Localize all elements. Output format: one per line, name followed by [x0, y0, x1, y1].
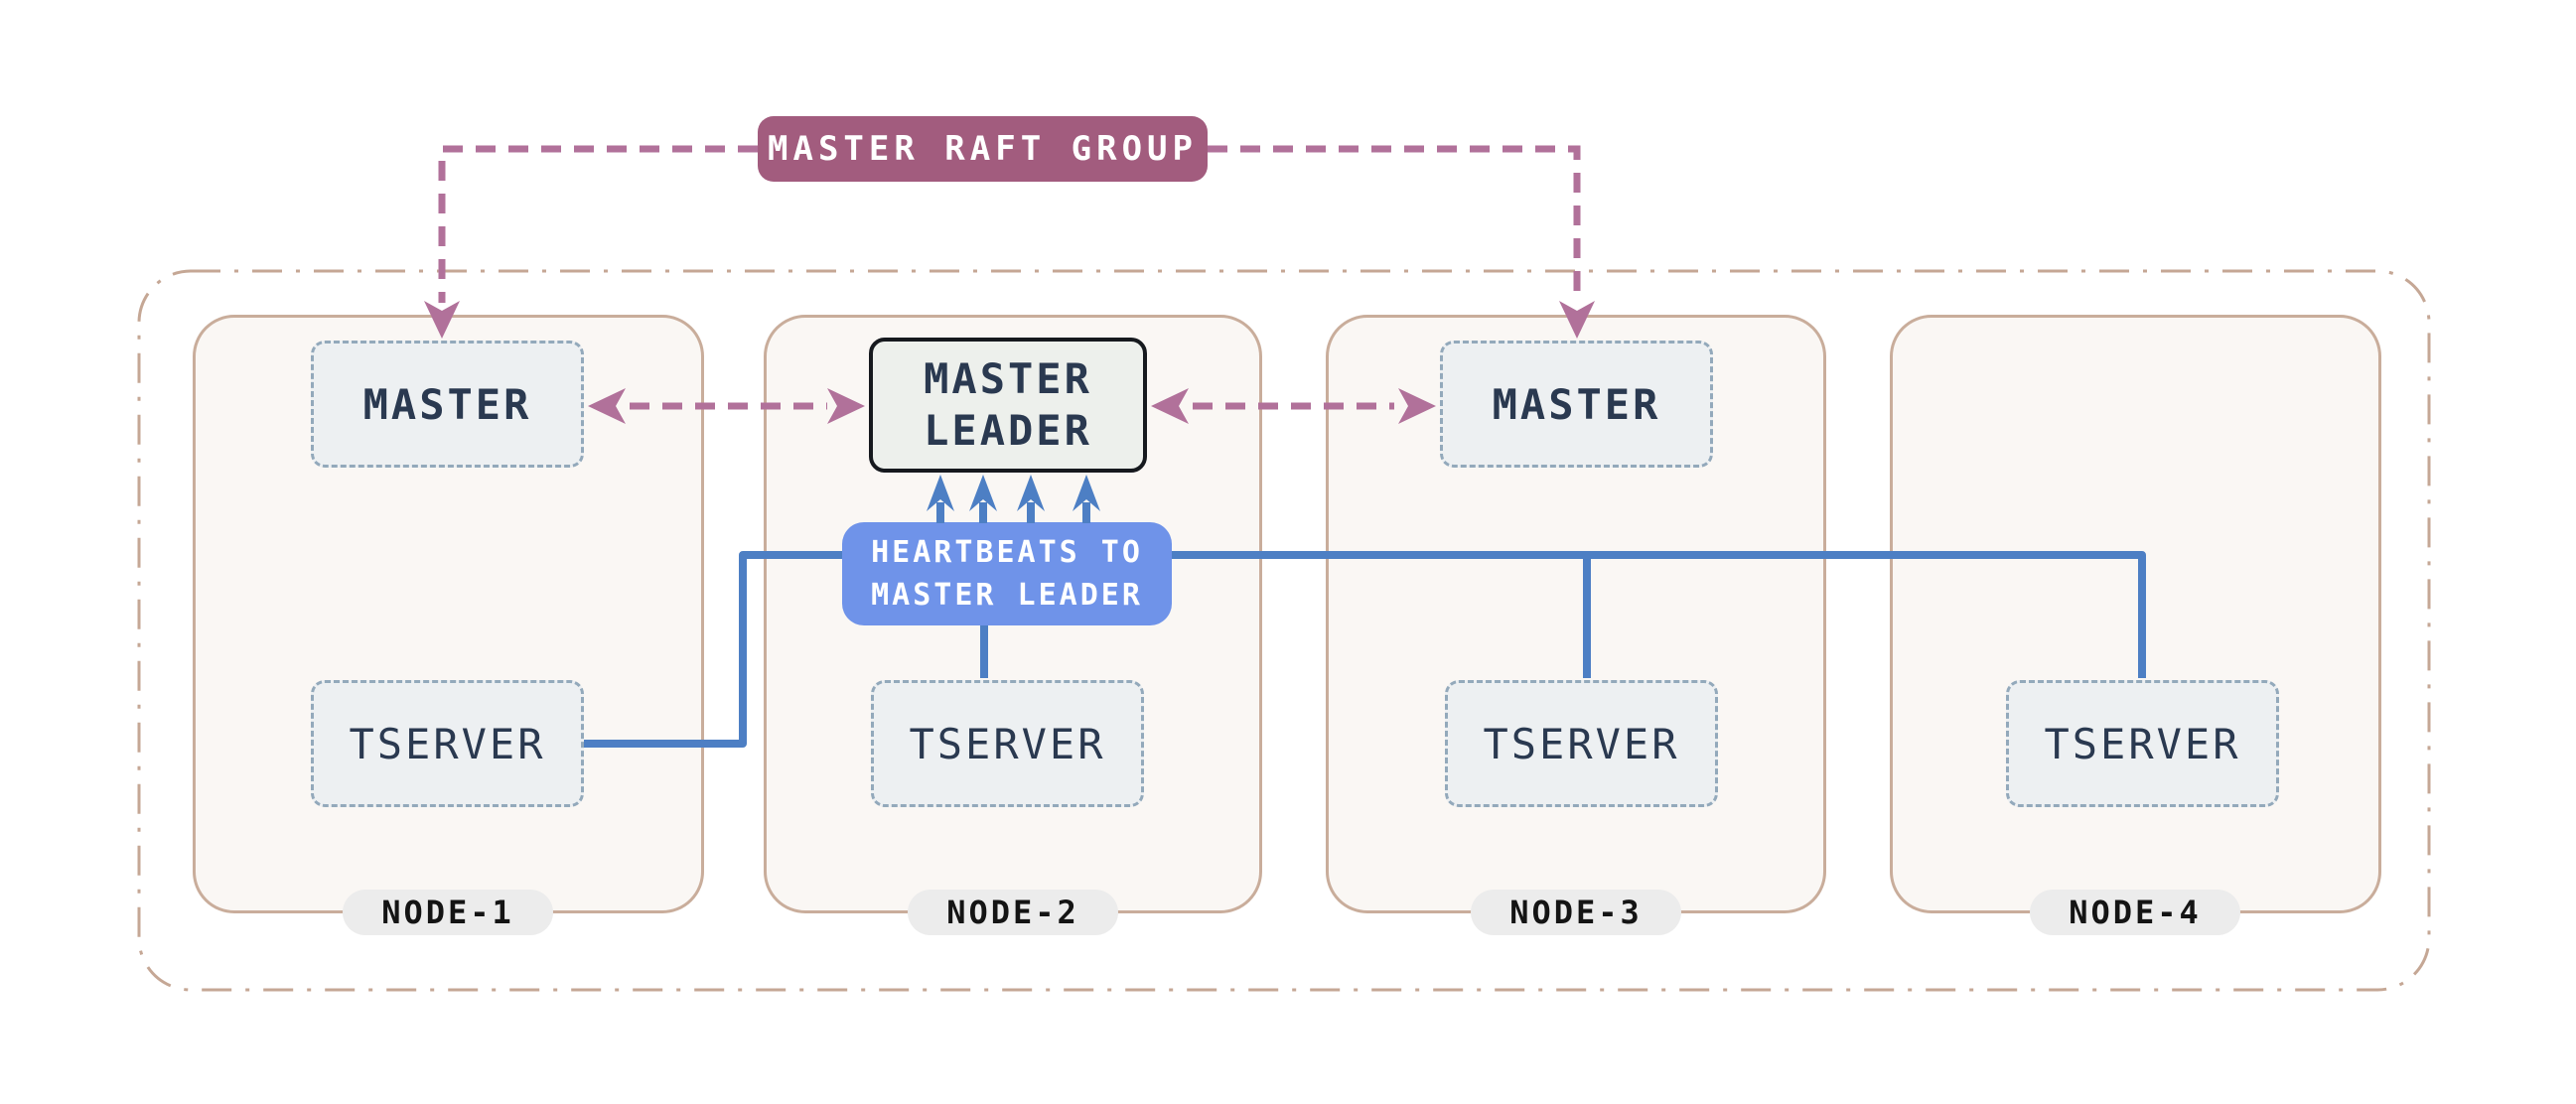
raft-link-right [1208, 145, 1581, 303]
node-3-tserver-box: TSERVER [1445, 680, 1718, 807]
node-3-master-box: MASTER [1440, 341, 1713, 468]
node-3-pill: NODE-3 [1471, 890, 1681, 935]
master-leader-line1: MASTER [924, 354, 1092, 403]
node-3-label: NODE-3 [1509, 894, 1643, 931]
heartbeats-badge-line1: HEARTBEATS TO [871, 535, 1143, 570]
node-4-tserver-box: TSERVER [2006, 680, 2279, 807]
node-2-tserver-box: TSERVER [871, 680, 1144, 807]
master-leader-line2: LEADER [924, 406, 1092, 455]
heartbeats-badge: HEARTBEATS TO MASTER LEADER [842, 522, 1172, 625]
node-2-tserver-label: TSERVER [909, 719, 1106, 768]
raft-link-left [438, 145, 758, 303]
node-4-pill: NODE-4 [2030, 890, 2240, 935]
master-raft-group-label: MASTER RAFT GROUP [768, 129, 1198, 169]
master-raft-group-badge: MASTER RAFT GROUP [758, 116, 1208, 182]
node-4-label: NODE-4 [2069, 894, 2202, 931]
node-1-tserver-box: TSERVER [311, 680, 584, 807]
node-4-tserver-label: TSERVER [2044, 719, 2241, 768]
heartbeats-badge-line2: MASTER LEADER [871, 578, 1143, 613]
node-3-master-label: MASTER [1492, 379, 1661, 429]
node-3-tserver-label: TSERVER [1483, 719, 1680, 768]
node-1-pill: NODE-1 [343, 890, 553, 935]
node-4-card [1890, 315, 2381, 913]
node-1-label: NODE-1 [381, 894, 514, 931]
node-2-label: NODE-2 [946, 894, 1079, 931]
node-1-master-label: MASTER [362, 379, 532, 429]
node-1-master-box: MASTER [311, 341, 584, 468]
node-2-pill: NODE-2 [908, 890, 1118, 935]
node-1-tserver-label: TSERVER [349, 719, 546, 768]
master-leader-box: MASTER LEADER [869, 338, 1147, 473]
